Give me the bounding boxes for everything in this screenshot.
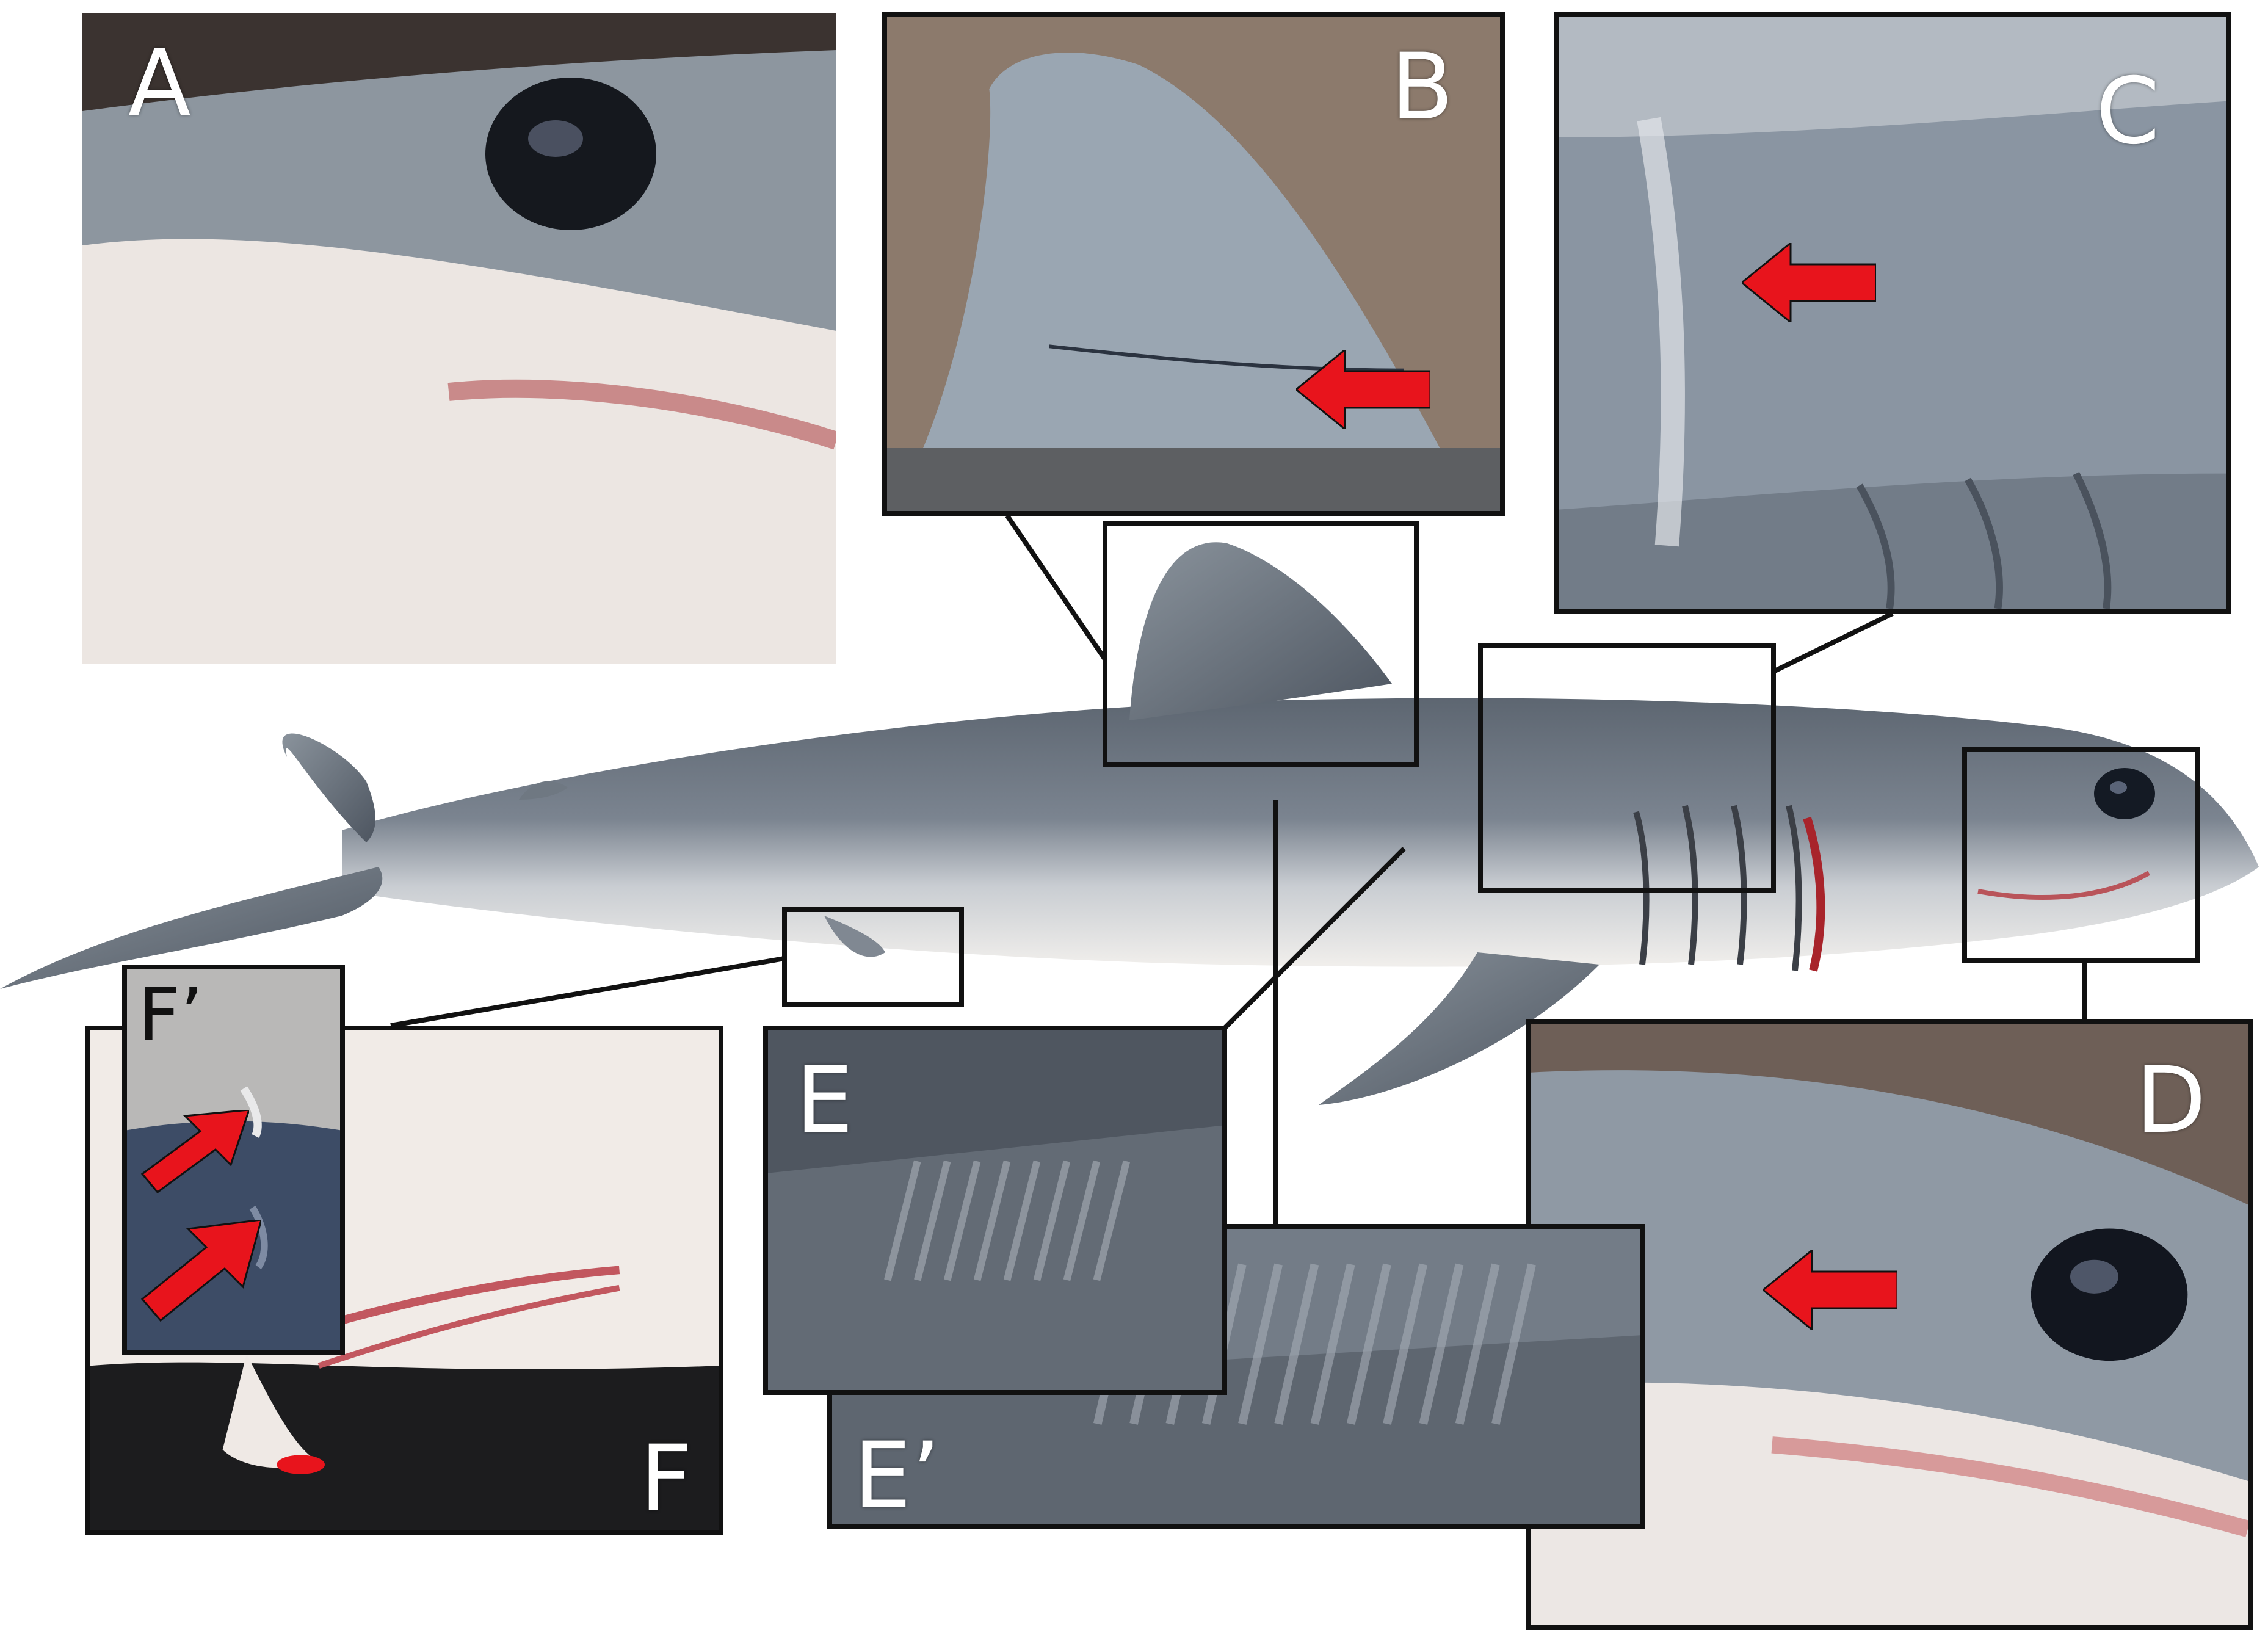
panel-f-prime-label: F’	[138, 973, 204, 1058]
panel-c-arrow	[1742, 243, 1876, 322]
panel-a-image	[82, 13, 836, 664]
panel-f-prime-claspers-closeup: F’	[122, 965, 345, 1355]
panel-d-arrow	[1763, 1250, 1897, 1330]
panel-e-skin-closeup: E	[763, 1026, 1227, 1395]
panel-e-image	[768, 1030, 1222, 1390]
panel-e-prime-label: E’	[853, 1423, 941, 1529]
panel-f-prime-arrow-upper	[140, 1110, 249, 1194]
panel-b-dorsal-fin-photo: B	[882, 12, 1505, 516]
panel-c-label: C	[2096, 59, 2160, 165]
panel-c-image	[1559, 17, 2226, 609]
panel-c-gill-region-photo: C	[1554, 12, 2231, 614]
panel-b-image	[887, 17, 1500, 511]
panel-d-eye-region-photo: D	[1526, 1019, 2253, 1630]
panel-d-label: D	[2136, 1048, 2206, 1154]
panel-f-prime-arrow-lower	[140, 1220, 261, 1322]
panel-a-label: A	[128, 31, 191, 137]
panel-a-head-photo: A	[82, 13, 836, 664]
panel-e-label: E	[795, 1048, 853, 1154]
panel-b-label: B	[1391, 34, 1454, 140]
panel-f-label: F	[640, 1426, 693, 1532]
panel-b-arrow	[1296, 350, 1430, 429]
